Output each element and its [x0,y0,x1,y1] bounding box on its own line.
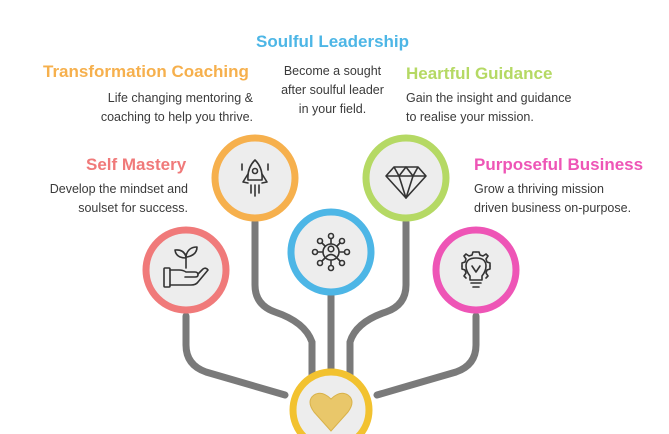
lightbulb-gear-icon [461,251,491,288]
node-ring-green [362,134,450,222]
hand-plant-icon [163,246,209,288]
desc-line: Life changing mentoring & [107,91,253,105]
node-soulful-leadership[interactable] [287,208,375,296]
desc-soulful-leadership: Become a sought after soulful leader in … [265,62,400,119]
desc-line: to realise your mission. [406,110,534,124]
node-root-heart[interactable] [289,368,373,434]
desc-line: coaching to help you thrive. [100,110,253,124]
desc-line: soulset for success. [78,201,188,215]
node-ring-pink [432,226,520,314]
connector-heartful-guidance [346,218,410,379]
desc-line: Become a sought [283,64,382,78]
connectors [182,218,480,399]
title-heartful-guidance: Heartful Guidance [406,64,553,83]
title-transformation-coaching: Transformation Coaching [43,62,249,81]
title-self-mastery: Self Mastery [86,155,187,174]
heart-icon [309,392,353,432]
node-heartful-guidance[interactable] [362,134,450,222]
title-soulful-leadership: Soulful Leadership [256,32,410,51]
title-purposeful-business: Purposeful Business [474,155,644,174]
connector-purposeful-business [373,312,480,399]
rocket-icon [241,159,269,197]
desc-line: after soulful leader [281,83,384,97]
connector-transformation-coaching [251,218,316,379]
desc-transformation-coaching: Life changing mentoring & coaching to he… [60,89,253,127]
node-purposeful-business[interactable] [432,226,520,314]
desc-heartful-guidance: Gain the insight and guidance to realise… [406,89,606,127]
diamond-icon [385,166,427,199]
node-ring-orange [211,134,299,222]
desc-line: Develop the mindset and [49,182,188,196]
node-ring-coral [142,226,230,314]
desc-purposeful-business: Grow a thriving mission driven business … [474,180,664,218]
node-transformation-coaching[interactable] [211,134,299,222]
network-person-icon [311,232,351,272]
desc-line: in your field. [298,102,367,116]
desc-line: driven business on-purpose. [474,201,632,215]
connector-self-mastery [182,312,289,399]
desc-line: Gain the insight and guidance [406,91,572,105]
desc-self-mastery: Develop the mindset and soulset for succ… [30,180,188,218]
desc-line: Grow a thriving mission [474,182,604,196]
node-self-mastery[interactable] [142,226,230,314]
